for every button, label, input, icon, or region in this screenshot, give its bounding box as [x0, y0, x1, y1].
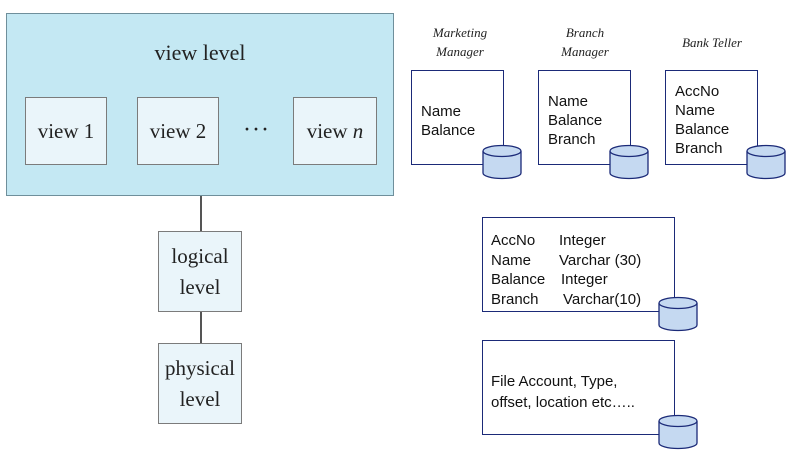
physical-level-box: physical level	[158, 343, 242, 424]
view-level-box: view level view 1 view 2 ··· view n	[6, 13, 394, 196]
physical-schema-box: File Account, Type, offset, location etc…	[482, 340, 675, 435]
teller-field-list: AccNo Name Balance Branch	[675, 82, 729, 158]
role-branch-line1: Branch	[565, 25, 605, 40]
branch-view-box: Name Balance Branch	[538, 70, 631, 165]
database-icon	[746, 144, 786, 180]
view-n-box: view n	[293, 97, 377, 165]
attribute-type: Integer	[559, 232, 606, 249]
physical-level-line1: physical	[165, 355, 235, 380]
marketing-field: Balance	[421, 122, 476, 139]
view-1-label: view 1	[37, 118, 95, 143]
table-row: Balance Integer	[491, 270, 641, 290]
view-2-box: view 2	[137, 97, 219, 165]
logical-level-line2: level	[179, 274, 221, 299]
attribute-name: Balance	[491, 271, 546, 288]
logical-level-box: logical level	[158, 231, 242, 312]
table-row: Branch Varchar(10)	[491, 290, 641, 310]
teller-field: Name	[675, 102, 716, 119]
connector-view-logical	[200, 196, 202, 231]
view-1-box: view 1	[25, 97, 107, 165]
view-n-variable: n	[352, 118, 364, 143]
logical-schema-table: AccNo Integer Name Varchar (30) Balance …	[491, 231, 641, 309]
attribute-name: AccNo	[491, 232, 536, 249]
role-branch-line2: Manager	[561, 44, 609, 59]
database-icon	[482, 144, 522, 180]
teller-view-box: AccNo Name Balance Branch	[665, 70, 758, 165]
physical-level-line2: level	[179, 386, 221, 411]
physical-line: File Account, Type,	[491, 373, 618, 390]
logical-level-line1: logical	[171, 243, 229, 268]
role-teller-line1: Bank Teller	[682, 35, 742, 50]
teller-field: Balance	[675, 121, 730, 138]
database-icon	[609, 144, 649, 180]
marketing-field: Name	[421, 103, 462, 120]
teller-field: AccNo	[675, 83, 720, 100]
attribute-type: Varchar(10)	[563, 290, 642, 308]
branch-field: Balance	[548, 112, 603, 129]
connector-logical-physical	[200, 312, 202, 343]
table-row: AccNo Integer	[491, 231, 641, 251]
marketing-view-box: Name Balance	[411, 70, 504, 165]
attribute-name: Branch	[491, 290, 539, 308]
role-bank-teller: Bank Teller	[662, 33, 762, 52]
view-level-title: view level	[154, 40, 246, 65]
role-marketing-manager: Marketing Manager	[410, 23, 510, 61]
branch-field-list: Name Balance Branch	[548, 92, 602, 149]
view-n-text: view	[306, 118, 353, 143]
physical-schema-text: File Account, Type, offset, location etc…	[491, 371, 635, 413]
role-branch-manager: Branch Manager	[535, 23, 635, 61]
teller-field: Branch	[675, 140, 723, 157]
branch-field: Branch	[548, 131, 596, 148]
views-ellipsis: ···	[243, 117, 270, 143]
role-marketing-line2: Manager	[436, 44, 484, 59]
view-2-label: view 2	[149, 118, 207, 143]
marketing-field-list: Name Balance	[421, 102, 475, 140]
logical-schema-box: AccNo Integer Name Varchar (30) Balance …	[482, 217, 675, 312]
role-marketing-line1: Marketing	[432, 25, 488, 40]
branch-field: Name	[548, 93, 589, 110]
database-icon	[658, 296, 698, 332]
table-row: Name Varchar (30)	[491, 251, 641, 271]
attribute-type: Integer	[561, 271, 608, 288]
database-icon	[658, 414, 698, 450]
attribute-name: Name	[491, 251, 532, 269]
attribute-type: Varchar (30)	[559, 251, 642, 269]
physical-line: offset, location etc…..	[491, 394, 635, 411]
